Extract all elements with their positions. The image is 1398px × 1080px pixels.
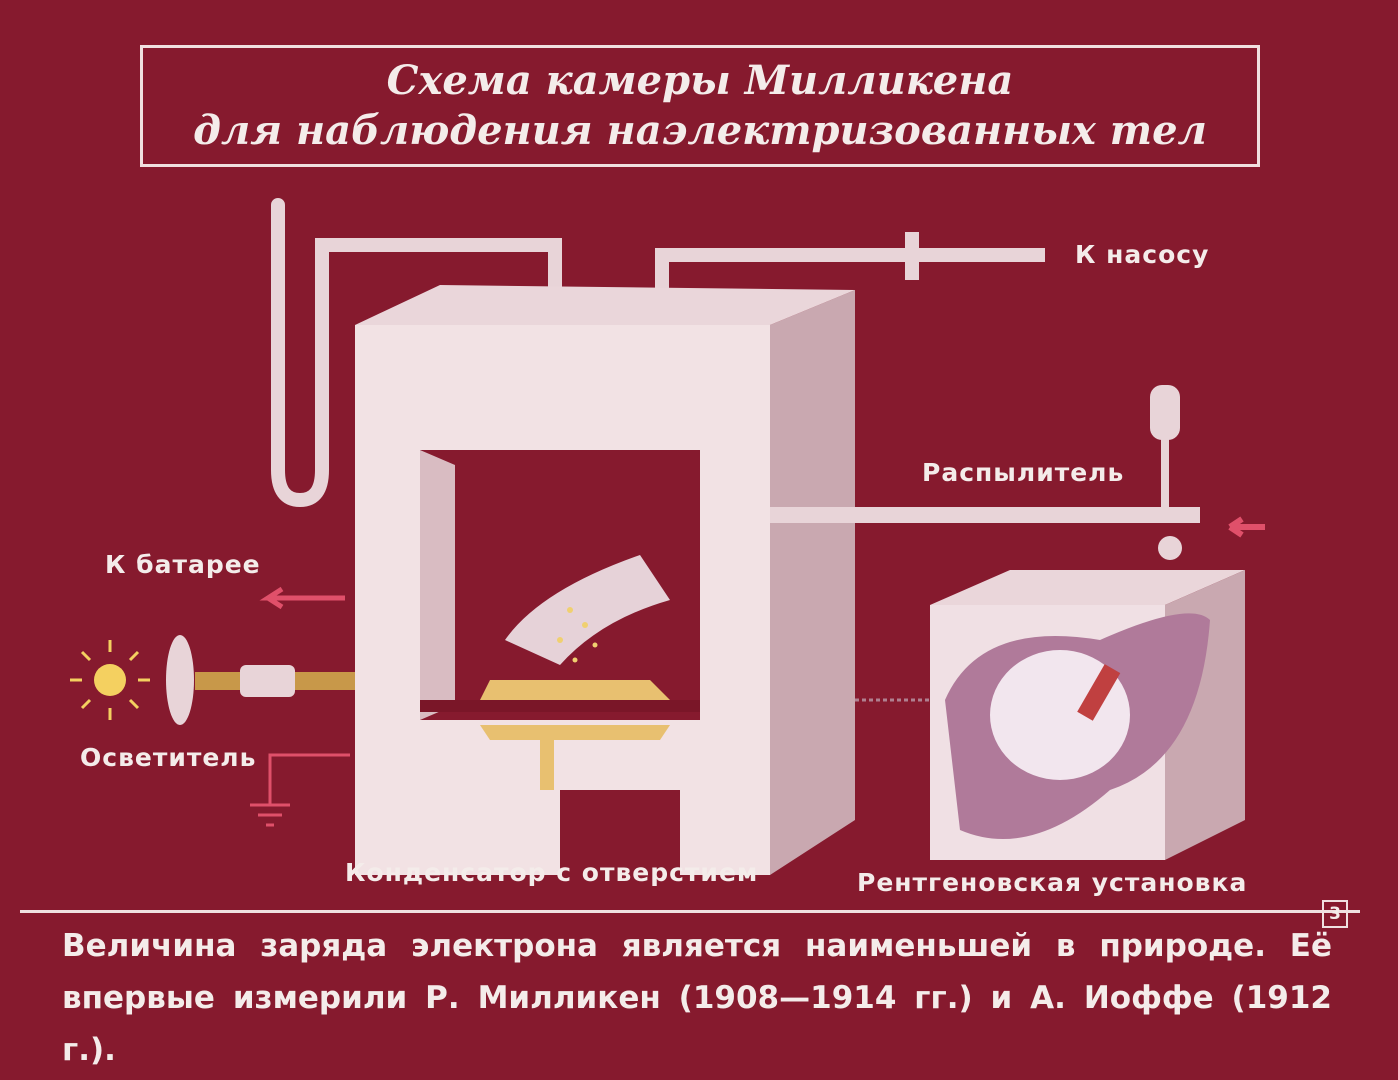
label-pump: К насосу	[1075, 240, 1210, 269]
light-tube	[240, 665, 295, 697]
capacitor-lower-plate	[480, 725, 670, 740]
slide-number: 3	[1322, 900, 1348, 928]
caption: Величина заряда электрона является наиме…	[62, 920, 1332, 1076]
window-inner-wall	[420, 450, 455, 720]
battery-arrow-icon	[259, 586, 345, 610]
lamp-icon	[70, 640, 150, 720]
caption-line-1: Величина заряда электрона является наиме…	[62, 928, 1332, 964]
sprayer-ball	[1158, 536, 1182, 560]
label-xray: Рентгеновская установка	[857, 868, 1248, 897]
title-line-2: для наблюдения наэлектризованных тел	[193, 107, 1207, 154]
title-line-1: Схема камеры Милликена	[386, 57, 1014, 104]
manometer	[271, 198, 562, 508]
title-box: Схема камеры Милликена для наблюдения на…	[140, 45, 1260, 167]
label-sprayer: Распылитель	[922, 458, 1125, 487]
capacitor-upper-plate	[480, 680, 670, 700]
chamber-top	[355, 285, 855, 325]
xray-apparatus	[930, 570, 1245, 860]
ground-icon	[250, 753, 350, 827]
caption-line-2: впервые измерили Р. Милликен (1908—1914 …	[62, 980, 1332, 1068]
pump-valve	[905, 232, 919, 280]
divider	[20, 910, 1360, 913]
capacitor-stem	[540, 740, 554, 790]
label-illuminator: Осветитель	[80, 743, 257, 772]
oil-droplets	[557, 607, 598, 663]
sprayer-bulb	[1150, 385, 1180, 440]
chamber-side	[770, 290, 855, 875]
label-battery: К батарее	[105, 550, 261, 579]
air-arrow-icon	[1228, 516, 1265, 538]
chamber-slit	[420, 700, 700, 712]
lens-icon	[166, 635, 194, 725]
atomizer-nozzle	[505, 555, 670, 665]
label-capacitor: Конденсатор с отверстием	[345, 858, 759, 887]
